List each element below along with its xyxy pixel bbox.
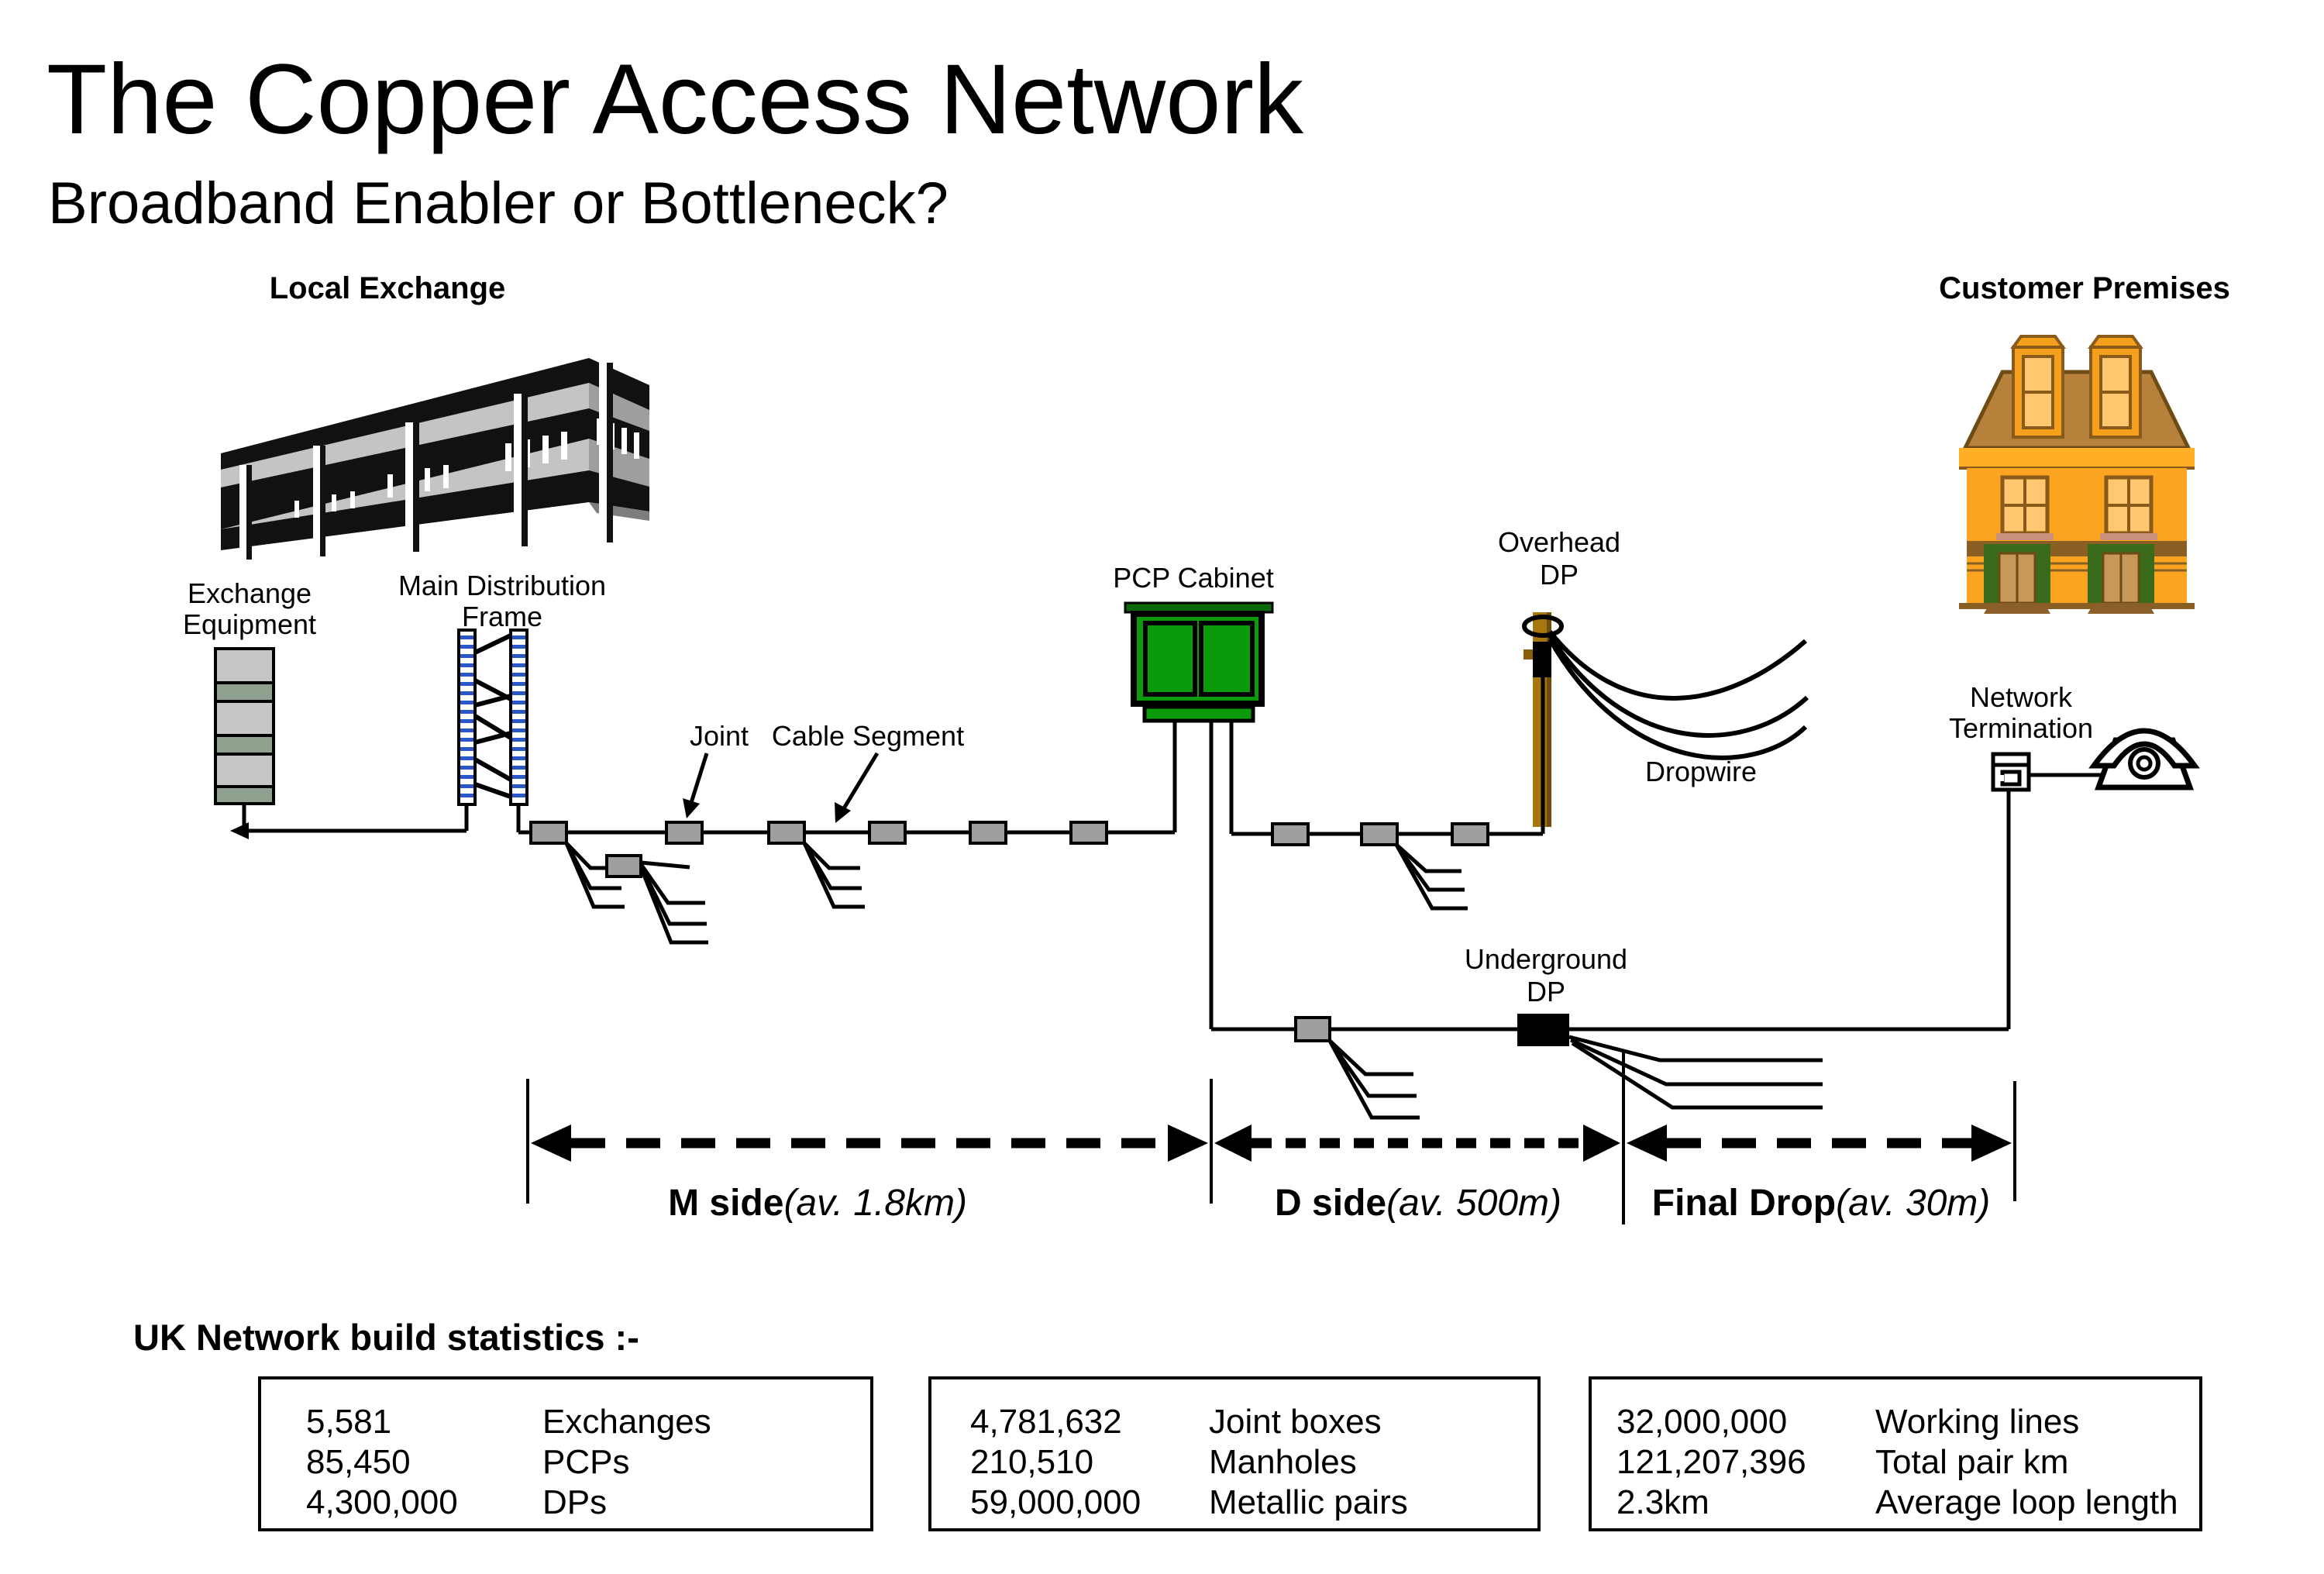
joint-box xyxy=(868,821,907,845)
local-exchange-label: Local Exchange xyxy=(270,271,506,305)
stat-value: 121,207,396 xyxy=(1616,1443,1806,1481)
stat-value: 5,581 xyxy=(306,1403,391,1441)
stats-box-3-rows: 32,000,000 Working lines 121,207,396 Tot… xyxy=(1616,1403,2178,1521)
dimension-m-side xyxy=(531,1125,1208,1162)
stats-box-2-rows: 4,781,632 Joint boxes 210,510 Manholes 5… xyxy=(970,1403,1408,1521)
joint-box xyxy=(1360,822,1399,846)
dimension-final-drop xyxy=(1627,1125,2012,1162)
final-drop-span-label: Final Drop(av. 30m) xyxy=(1652,1183,1990,1224)
dimension-ticks xyxy=(526,1052,2016,1224)
stat-label: Manholes xyxy=(1209,1443,1357,1481)
network-termination-box-icon xyxy=(1991,752,2031,792)
overhead-dp-label-2: DP xyxy=(1540,559,1579,591)
stats-box-1-rows: 5,581 Exchanges 85,450 PCPs 4,300,000 DP… xyxy=(306,1403,711,1521)
joint-box xyxy=(1069,821,1108,845)
stats-box-2 xyxy=(928,1376,1541,1531)
joint-boxes xyxy=(529,821,1569,1046)
upper-window-left xyxy=(1996,475,2054,540)
exchange-equipment-label-2: Equipment xyxy=(183,608,316,640)
dropwire-curves xyxy=(1548,630,1809,760)
stat-label: Joint boxes xyxy=(1209,1403,1382,1441)
dormer-left xyxy=(2010,335,2066,439)
page-title: The Copper Access Network xyxy=(46,44,1304,155)
stats-box-3 xyxy=(1589,1376,2202,1531)
customer-premises-house-icon xyxy=(1959,335,2195,614)
stats-heading: UK Network build statistics :- xyxy=(133,1317,639,1358)
mdf-icon xyxy=(457,629,528,806)
m-side-span-label: M side(av. 1.8km) xyxy=(668,1183,967,1224)
joint-box xyxy=(1294,1016,1331,1042)
joint-box xyxy=(767,821,806,845)
cable-segment-arrow xyxy=(835,752,880,823)
stat-label: DPs xyxy=(542,1483,607,1521)
stat-label: Metallic pairs xyxy=(1209,1483,1408,1521)
stat-label: Average loop length xyxy=(1875,1483,2178,1521)
stat-value: 4,300,000 xyxy=(306,1483,458,1521)
joint-arrow xyxy=(683,753,709,818)
d-side-span-label: D side(av. 500m) xyxy=(1275,1183,1561,1224)
upper-window-right xyxy=(2100,475,2157,540)
underground-dp-label-2: DP xyxy=(1527,976,1565,1007)
page-subtitle: Broadband Enabler or Bottleneck? xyxy=(48,170,949,236)
stat-label: Working lines xyxy=(1875,1403,2079,1441)
pair-fanouts xyxy=(564,842,1823,1120)
joint-box xyxy=(665,821,704,845)
exchange-equipment-icon xyxy=(214,647,275,805)
stat-value: 2.3km xyxy=(1616,1483,1709,1521)
stat-value: 59,000,000 xyxy=(970,1483,1141,1521)
joint-box xyxy=(529,821,568,845)
stats-box-1 xyxy=(258,1376,873,1531)
joint-box xyxy=(605,854,642,878)
pcp-cabinet-icon xyxy=(1124,601,1274,723)
dimension-d-side xyxy=(1214,1125,1620,1162)
stat-label: PCPs xyxy=(542,1443,629,1481)
network-termination-label-2: Termination xyxy=(1949,712,2093,744)
network-termination-label-1: Network xyxy=(1970,681,2073,713)
exchange-equipment-label-1: Exchange xyxy=(188,577,312,609)
stat-value: 4,781,632 xyxy=(970,1403,1122,1441)
stat-label: Exchanges xyxy=(542,1403,711,1441)
mdf-label-2: Frame xyxy=(462,601,542,632)
stat-value: 210,510 xyxy=(970,1443,1093,1481)
joint-box xyxy=(1451,822,1489,846)
underground-dp-box xyxy=(1517,1014,1569,1046)
joint-label: Joint xyxy=(690,720,749,752)
pcp-cabinet-label: PCP Cabinet xyxy=(1113,562,1273,594)
stat-value: 85,450 xyxy=(306,1443,411,1481)
dropwire-label: Dropwire xyxy=(1645,756,1757,787)
local-exchange-building-icon xyxy=(221,358,649,560)
mdf-label-1: Main Distribution xyxy=(398,570,606,601)
dormer-right xyxy=(2088,335,2143,439)
cable-segment-label: Cable Segment xyxy=(772,720,964,752)
customer-premises-label: Customer Premises xyxy=(1939,271,2230,305)
joint-box xyxy=(1271,822,1310,846)
telephone-icon xyxy=(2088,728,2200,790)
stat-label: Total pair km xyxy=(1875,1443,2068,1481)
joint-box xyxy=(969,821,1007,845)
stat-value: 32,000,000 xyxy=(1616,1403,1787,1441)
underground-dp-label-1: Underground xyxy=(1465,943,1627,975)
overhead-dp-pole-icon xyxy=(1522,612,1564,827)
cable-lines xyxy=(230,677,2102,1032)
overhead-dp-label-1: Overhead xyxy=(1498,526,1620,558)
